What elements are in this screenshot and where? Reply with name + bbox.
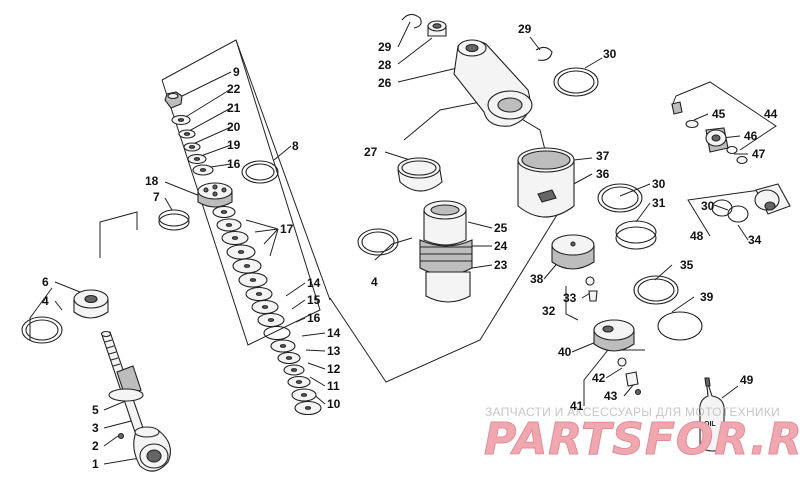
nut-9 (164, 91, 183, 109)
callout-31: 31 (652, 196, 666, 210)
callout-47: 47 (752, 147, 766, 161)
callout-11: 11 (327, 379, 340, 393)
callout-14a: 14 (307, 276, 321, 290)
shaft-assembly (21, 289, 171, 472)
callout-16b: 16 (307, 311, 321, 325)
callout-8: 8 (292, 139, 299, 153)
callout-39: 39 (700, 290, 714, 304)
reservoir-canister-36 (517, 147, 575, 218)
callout-13: 13 (327, 344, 341, 358)
bump-stop-5 (108, 365, 144, 402)
o-ring-30-mid (597, 183, 643, 213)
reservoir-head-26 (453, 39, 533, 127)
callout-36: 36 (596, 167, 610, 181)
adjuster-knob-48 (754, 183, 791, 215)
valve-stack (158, 91, 322, 416)
callout-12: 12 (327, 362, 341, 376)
adjuster-46 (705, 127, 729, 153)
damper-body-25 (419, 200, 473, 303)
bushing-28 (427, 20, 447, 37)
piston-40 (593, 319, 635, 352)
callout-33: 33 (563, 291, 577, 305)
callout-1: 1 (92, 457, 99, 471)
callout-23: 23 (494, 258, 508, 272)
valve-33 (585, 276, 595, 286)
callout-4b: 4 (371, 275, 378, 289)
piston-band-7 (158, 209, 190, 231)
oil-label: OIL (704, 421, 716, 428)
o-ring-39 (657, 311, 703, 341)
callout-25: 25 (494, 221, 508, 235)
callout-32: 32 (542, 304, 556, 318)
callout-44: 44 (764, 107, 778, 121)
callout-40: 40 (558, 345, 572, 359)
band-31 (615, 220, 657, 250)
callout-19: 19 (227, 138, 241, 152)
callout-24: 24 (494, 239, 508, 253)
callout-7: 7 (153, 190, 160, 204)
bushing-6 (73, 289, 109, 319)
callout-41: 41 (570, 399, 584, 413)
callout-43: 43 (604, 389, 618, 403)
circlip-29-left (401, 13, 422, 29)
callout-28: 28 (378, 58, 392, 72)
callout-5: 5 (92, 403, 99, 417)
eyelet-1 (133, 426, 171, 472)
callout-34: 34 (748, 233, 762, 247)
o-ring-35 (633, 275, 679, 305)
watermark: ЗАПЧАСТИ И АКСЕССУАРЫ ДЛЯ МОТОТЕХНИКИ PA… (484, 405, 800, 466)
adjuster-group (671, 101, 791, 223)
callout-37: 37 (596, 149, 610, 163)
o-ring-4-middle (357, 228, 399, 256)
callout-16a: 16 (227, 157, 241, 171)
callout-3: 3 (92, 421, 99, 435)
callout-30c: 30 (701, 199, 715, 213)
screw-44 (671, 101, 683, 115)
reservoir-group (517, 147, 703, 396)
callout-46: 46 (744, 129, 758, 143)
callout-48: 48 (690, 229, 704, 243)
circlip-29-right (535, 46, 553, 61)
ring-8 (241, 160, 279, 184)
dust-cover-27 (397, 157, 443, 192)
valve-42 (617, 357, 627, 367)
callout-14b: 14 (327, 326, 341, 340)
callout-45: 45 (712, 107, 726, 121)
callout-29b: 29 (518, 22, 532, 36)
callout-6: 6 (42, 275, 49, 289)
callout-2: 2 (92, 439, 99, 453)
callout-20: 20 (227, 120, 241, 134)
callout-30a: 30 (603, 47, 617, 61)
shock-body (357, 13, 599, 303)
callout-18: 18 (145, 174, 159, 188)
watermark-tagline: ЗАПЧАСТИ И АКСЕССУАРЫ ДЛЯ МОТОТЕХНИКИ (485, 405, 780, 419)
oil-bottle-49: OIL (699, 377, 725, 452)
callout-15: 15 (307, 293, 321, 307)
callout-22: 22 (227, 82, 241, 96)
o-ring-30-top (553, 67, 599, 97)
callout-29a: 29 (378, 40, 392, 54)
watermark-brand: PARTSFOR.RU (484, 414, 800, 465)
ifp-piston-38 (551, 234, 595, 270)
callout-21: 21 (227, 101, 241, 115)
callout-4a: 4 (42, 294, 49, 308)
o-ring-4-left (21, 316, 63, 344)
callout-49: 49 (740, 373, 754, 387)
callout-26: 26 (378, 76, 392, 90)
callout-38: 38 (530, 272, 544, 286)
ball-2 (117, 432, 125, 440)
callout-17: 17 (280, 222, 294, 236)
callout-27: 27 (364, 145, 378, 159)
callout-10: 10 (327, 397, 341, 411)
callout-9: 9 (233, 65, 240, 79)
callout-35: 35 (680, 258, 694, 272)
callout-labels: 1 2 3 4 4 5 6 7 8 9 10 11 12 13 14 14 15… (42, 22, 778, 471)
callout-42: 42 (592, 371, 606, 385)
piston-18 (197, 182, 233, 208)
callout-30b: 30 (652, 177, 666, 191)
